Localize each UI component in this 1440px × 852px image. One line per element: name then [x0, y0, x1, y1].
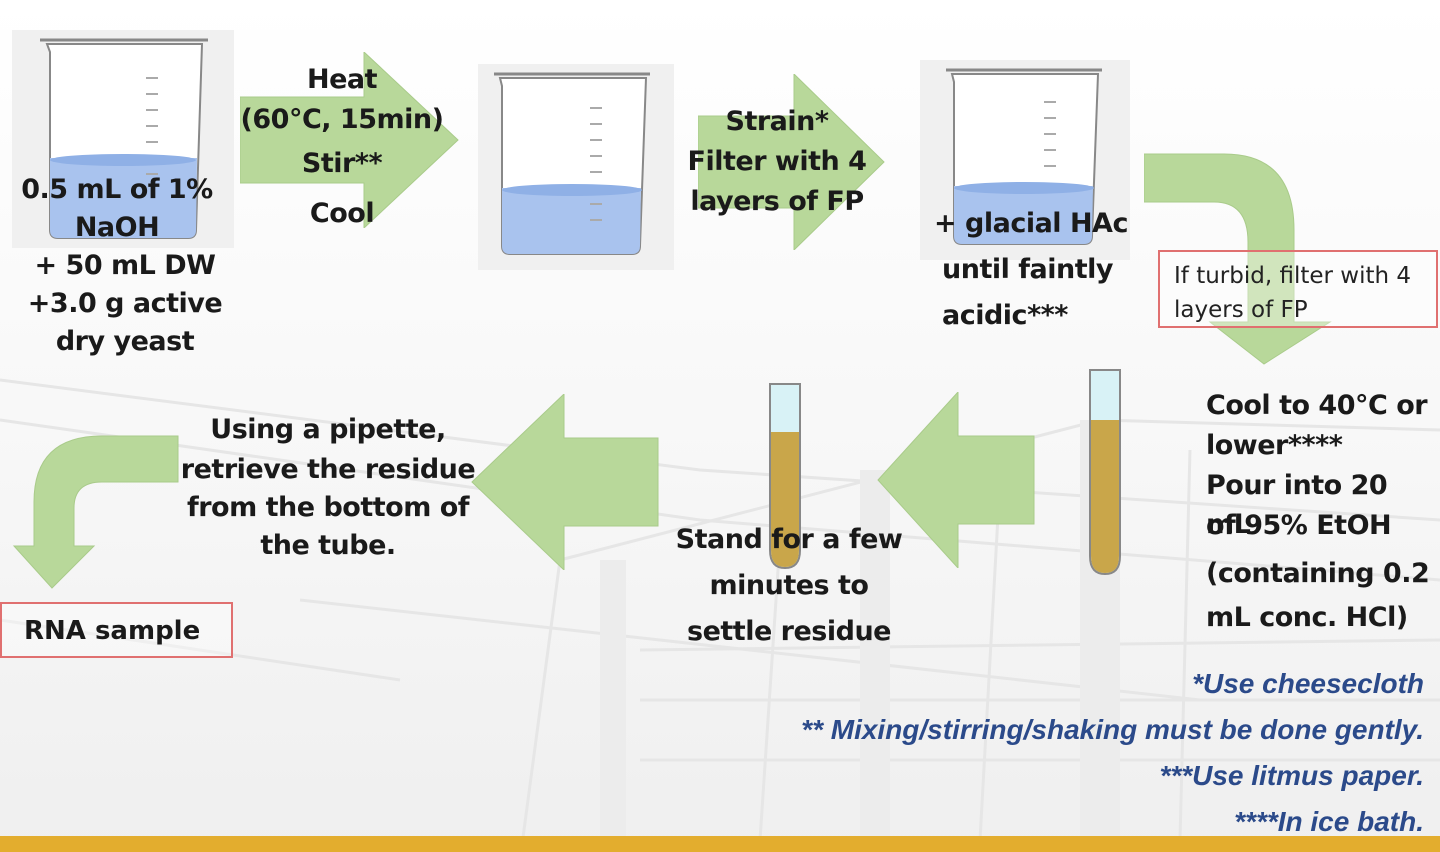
step6-label-retrieve: retrieve the residue: [180, 454, 476, 485]
arrow-left-large: [471, 394, 659, 570]
beaker-icon: [478, 64, 674, 270]
arrow2-label-layers: layers of FP: [690, 186, 864, 217]
curved-arrow-down-left: [12, 435, 179, 589]
step5-label-minutes: minutes to: [709, 570, 869, 601]
arrow-right-strain: [698, 74, 885, 250]
beaker-icon: [12, 30, 234, 248]
step6-label-pipette: Using a pipette,: [210, 414, 446, 445]
turbid-note-box: If turbid, filter with 4 layers of FP: [1158, 250, 1438, 328]
beaker-icon: [920, 60, 1130, 260]
step4-label-hcl: mL conc. HCl): [1206, 602, 1408, 633]
turbid-note-line1: If turbid, filter with 4: [1174, 263, 1412, 289]
step6-label-tube: the tube.: [260, 530, 396, 561]
step5-label-settle: settle residue: [687, 616, 891, 647]
footnote-litmus: ***Use litmus paper.: [1159, 760, 1424, 791]
curved-arrow-down: [1144, 153, 1332, 365]
turbid-note-line2: layers of FP: [1174, 297, 1308, 323]
step1-label-dry-yeast: dry yeast: [55, 326, 195, 357]
arrow-left-middle: [877, 392, 1035, 568]
arrow2-label-strain: Strain*: [725, 106, 829, 137]
step1-label-dw: + 50 mL DW: [34, 250, 216, 281]
arrow1-label-stir: Stir**: [301, 148, 383, 179]
rna-sample-box: RNA sample: [0, 602, 233, 658]
step4-label-etoh: of 95% EtOH: [1206, 510, 1392, 541]
arrow-right-heat: [240, 52, 459, 228]
step4-label-pour: Pour into 20 mL: [1206, 470, 1388, 541]
step1-label-concentration: 0.5 mL of 1%: [21, 174, 213, 205]
step3-label-acidic: acidic***: [942, 300, 1068, 331]
test-tube-icon: [1089, 369, 1121, 576]
test-tube-icon: [769, 383, 801, 570]
step1-label-yeast: +3.0 g active: [27, 288, 223, 319]
step1-label-naoh: NaOH: [74, 212, 160, 243]
step3-label-until: until faintly: [942, 254, 1113, 285]
arrow1-label-heat: Heat: [306, 64, 378, 95]
arrow1-label-cool: Cool: [309, 198, 375, 229]
step4-label-containing: (containing 0.2: [1206, 558, 1430, 589]
arrow1-label-temp: (60°C, 15min): [240, 104, 444, 135]
rna-sample-label: RNA sample: [24, 616, 201, 646]
footnote-gentle: ** Mixing/stirring/shaking must be done …: [801, 714, 1424, 745]
bottom-accent-bar: [0, 836, 1440, 852]
step6-label-bottom: from the bottom of: [186, 492, 470, 523]
footnote-cheesecloth: *Use cheesecloth: [1192, 668, 1424, 699]
step5-label-stand: Stand for a few: [675, 524, 903, 555]
arrow2-label-filter: Filter with 4: [687, 146, 867, 177]
step4-label-lower: lower****: [1206, 430, 1343, 461]
footnote-ice-bath: ****In ice bath.: [1234, 806, 1424, 837]
step3-label-hac: + glacial HAc: [934, 208, 1128, 239]
step4-label-cool: Cool to 40°C or: [1206, 390, 1428, 421]
